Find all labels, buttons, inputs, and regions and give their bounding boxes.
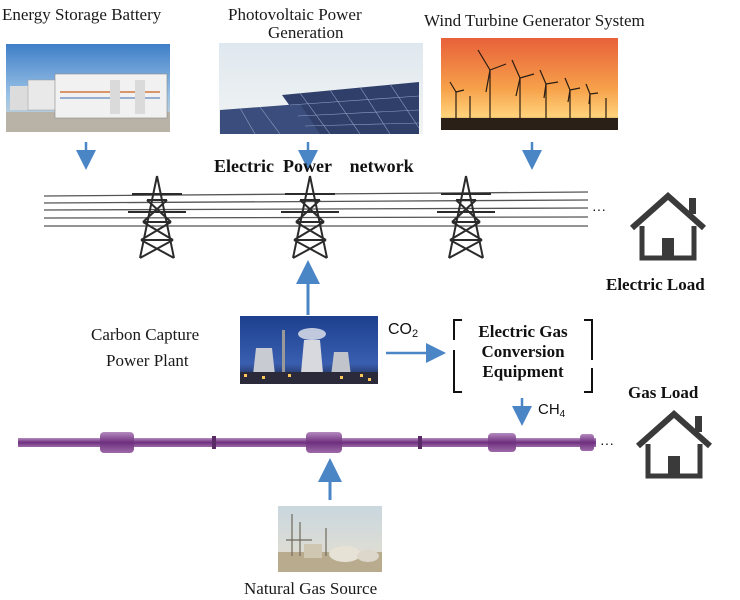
natural-gas-photo [278,506,382,572]
wind-photo [441,38,618,130]
conversion-line2: Conversion [481,342,565,361]
transmission-tower [128,175,186,259]
network-title: Electric Power network [214,156,414,176]
gas-pipe-ellipsis: ··· [600,435,614,451]
electric-load-label: Electric Load [606,275,705,294]
transmission-tower [437,175,495,259]
conversion-line3: Equipment [482,362,564,381]
ch4-label: CH4 [538,401,566,420]
gas-pipeline [18,432,596,453]
gas-load-label: Gas Load [628,383,699,402]
wind-label: Wind Turbine Generator System [424,11,645,30]
carbon-plant-label-line1: Carbon Capture [91,325,199,344]
conversion-line1: Electric Gas [478,322,568,341]
battery-photo [6,44,170,132]
pv-photo [219,43,423,135]
transmission-tower [281,175,339,259]
battery-label: Energy Storage Battery [2,5,162,24]
pv-label-line2: Generation [268,23,344,42]
electric-load-house-icon [630,191,706,261]
co2-label: CO2 [388,321,418,340]
network-ellipsis: ··· [592,201,606,217]
pv-label-line1: Photovoltaic Power [228,5,362,24]
conversion-box-bracket [452,319,594,393]
gas-load-house-icon [636,409,712,479]
carbon-plant-photo [240,316,378,384]
natural-gas-label: Natural Gas Source [244,579,377,598]
carbon-plant-label-line2: Power Plant [106,351,189,370]
